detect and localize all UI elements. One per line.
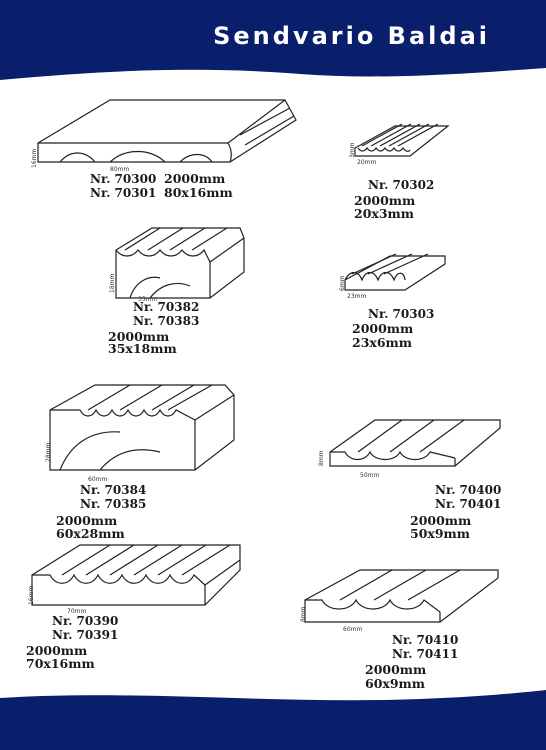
height-label-70390: 16mm xyxy=(28,585,35,605)
height-label-70382: 18mm xyxy=(109,273,116,293)
product-size: 60x9mm xyxy=(365,676,425,691)
brand-title: Sendvario Baldai xyxy=(213,22,490,50)
product-length: 2000mm xyxy=(410,513,472,528)
product-size: 80x16mm xyxy=(164,185,233,200)
footer-banner xyxy=(0,690,546,750)
product-code: Nr. 70400 xyxy=(435,483,502,497)
height-label-70303: 6mm xyxy=(339,275,346,291)
profile-drawing-70384 xyxy=(49,384,235,471)
product-size: 20x3mm xyxy=(354,206,414,221)
product-length: 2000mm xyxy=(56,513,118,528)
product-length: 2000mm xyxy=(354,193,416,208)
width-label-70302: 20mm xyxy=(357,159,377,166)
product-code: Nr. 70303 xyxy=(368,307,435,321)
height-label-70384: 28mm xyxy=(45,442,52,462)
product-size: 50x9mm xyxy=(410,526,470,541)
product-code: Nr. 70384 xyxy=(80,483,147,497)
profile-drawing-70410 xyxy=(304,569,499,623)
width-label-70384: 60mm xyxy=(88,476,108,483)
height-label-70300: 16mm xyxy=(31,148,38,168)
product-code: Nr. 70401 xyxy=(435,497,502,511)
width-label-70303: 23mm xyxy=(347,293,367,300)
product-code: Nr. 70411 xyxy=(392,647,459,661)
height-label-70410: 8mm xyxy=(300,606,307,622)
profile-drawing-70382 xyxy=(115,227,245,299)
product-code: Nr. 70410 xyxy=(392,633,459,647)
product-size: 35x18mm xyxy=(108,341,177,356)
header-banner: Sendvario Baldai xyxy=(0,0,546,90)
profile-drawing-70303 xyxy=(344,253,446,291)
width-label-70300: 80mm xyxy=(110,166,130,173)
product-size: 60x28mm xyxy=(56,526,125,541)
width-label-70400: 50mm xyxy=(360,472,380,479)
height-label-70302: 3mm xyxy=(349,142,356,158)
product-code: Nr. 70300 xyxy=(90,172,157,186)
product-length: 2000mm xyxy=(164,171,226,186)
product-length: 2000mm xyxy=(26,643,88,658)
profile-drawing-70390 xyxy=(31,544,241,606)
product-code: Nr. 70385 xyxy=(80,497,147,511)
width-label-70382: 35mm xyxy=(138,296,158,303)
product-length: 2000mm xyxy=(352,321,414,336)
product-code: Nr. 70391 xyxy=(52,628,119,642)
width-label-70410: 60mm xyxy=(343,626,363,633)
footer-wave xyxy=(0,690,546,750)
product-code: Nr. 70383 xyxy=(133,314,200,328)
header-wave xyxy=(0,0,546,80)
product-code: Nr. 70301 xyxy=(90,186,157,200)
product-length: 2000mm xyxy=(108,329,170,344)
profile-drawing-70400 xyxy=(329,419,501,467)
width-label-70390: 70mm xyxy=(67,608,87,615)
height-label-70400: 8mm xyxy=(318,450,325,466)
product-code: Nr. 70302 xyxy=(368,178,435,192)
product-code: Nr. 70382 xyxy=(133,300,200,314)
product-code: Nr. 70390 xyxy=(52,614,119,628)
product-size: 23x6mm xyxy=(352,335,412,350)
product-size: 70x16mm xyxy=(26,656,95,671)
product-length: 2000mm xyxy=(365,662,427,677)
profile-drawing-70300 xyxy=(37,99,297,163)
profile-drawing-70302 xyxy=(354,123,450,157)
